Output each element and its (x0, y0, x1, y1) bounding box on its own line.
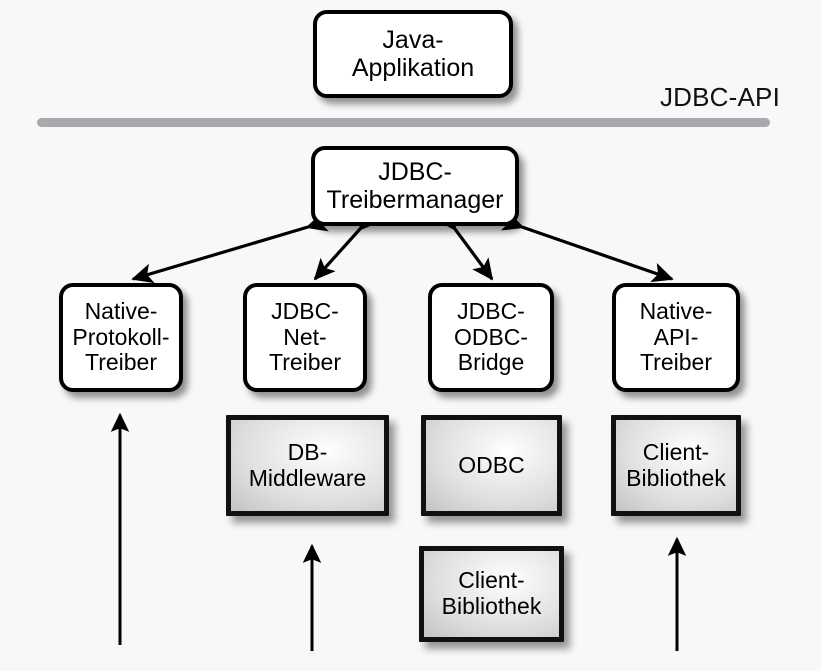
node-odbc[interactable]: ODBC (421, 415, 562, 516)
node-client-bibliothek-middle-label: Client- Bibliothek (441, 567, 542, 619)
node-jdbc-treibermanager[interactable]: JDBC- Treibermanager (311, 146, 519, 226)
node-java-applikation[interactable]: Java- Applikation (313, 10, 513, 98)
node-odbc-label: ODBC (458, 451, 525, 478)
node-native-api-treiber-label: Native- API- Treiber (639, 297, 713, 376)
node-jdbc-odbc-bridge[interactable]: JDBC- ODBC- Bridge (428, 283, 554, 392)
node-db-middleware-label: DB- Middleware (248, 438, 367, 491)
node-native-protokoll-treiber[interactable]: Native- Protokoll- Treiber (59, 283, 183, 392)
node-jdbc-treibermanager-label: JDBC- Treibermanager (326, 158, 504, 214)
node-jdbc-net-treiber[interactable]: JDBC- Net- Treiber (243, 283, 367, 392)
node-java-applikation-label: Java- Applikation (351, 26, 475, 82)
arrow-treibermanager-jdbc-odbc-bridge (435, 207, 494, 281)
node-jdbc-net-treiber-label: JDBC- Net- Treiber (269, 297, 341, 376)
node-client-bibliothek-right-label: Client- Bibliothek (626, 438, 726, 491)
jdbc-api-label: JDBC-API (659, 82, 780, 112)
arrow-treibermanager-jdbc-net (313, 208, 380, 281)
arrow-treibermanager-native-protokoll (131, 212, 329, 284)
node-native-api-treiber[interactable]: Native- API- Treiber (612, 283, 740, 392)
node-db-middleware[interactable]: DB- Middleware (226, 415, 389, 516)
jdbc-api-separator-bar (37, 118, 770, 127)
arrow-treibermanager-native-api (501, 211, 674, 283)
node-client-bibliothek-middle[interactable]: Client- Bibliothek (419, 546, 564, 642)
node-jdbc-odbc-bridge-label: JDBC- ODBC- Bridge (453, 297, 529, 376)
node-native-protokoll-treiber-label: Native- Protokoll- Treiber (72, 297, 170, 376)
node-client-bibliothek-right[interactable]: Client- Bibliothek (611, 415, 741, 516)
